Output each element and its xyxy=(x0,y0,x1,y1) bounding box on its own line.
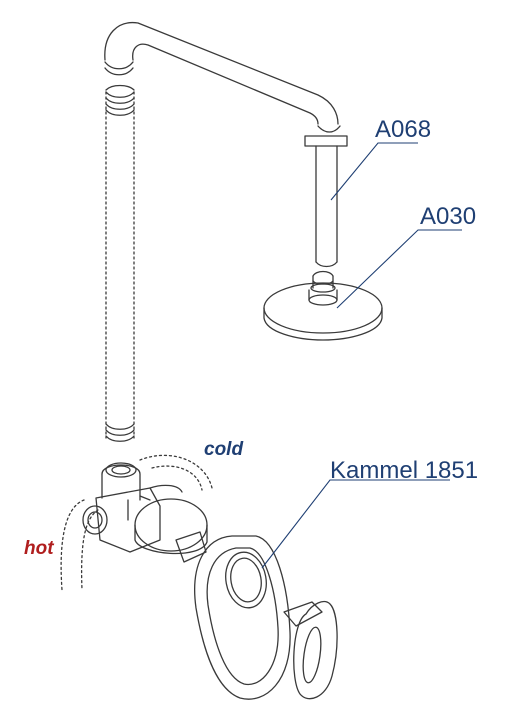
shower-arm-arch xyxy=(104,21,341,133)
lever-handle xyxy=(283,600,338,700)
label-cold: cold xyxy=(204,439,244,460)
riser-pipe xyxy=(105,84,135,442)
label-a068: A068 xyxy=(375,116,432,143)
leader-a030 xyxy=(336,229,462,309)
leader-kammel xyxy=(261,479,450,569)
label-kammel-1851: Kammel 1851 xyxy=(330,457,479,484)
cover-plate xyxy=(194,535,291,700)
label-a030: A030 xyxy=(420,203,477,230)
label-hot: hot xyxy=(24,538,54,559)
extension-arm-a068 xyxy=(304,135,348,268)
leader-a068 xyxy=(330,142,418,201)
leader-lines xyxy=(261,142,462,569)
shower-head-a030 xyxy=(263,270,383,341)
mixer-valve-body xyxy=(60,454,213,591)
